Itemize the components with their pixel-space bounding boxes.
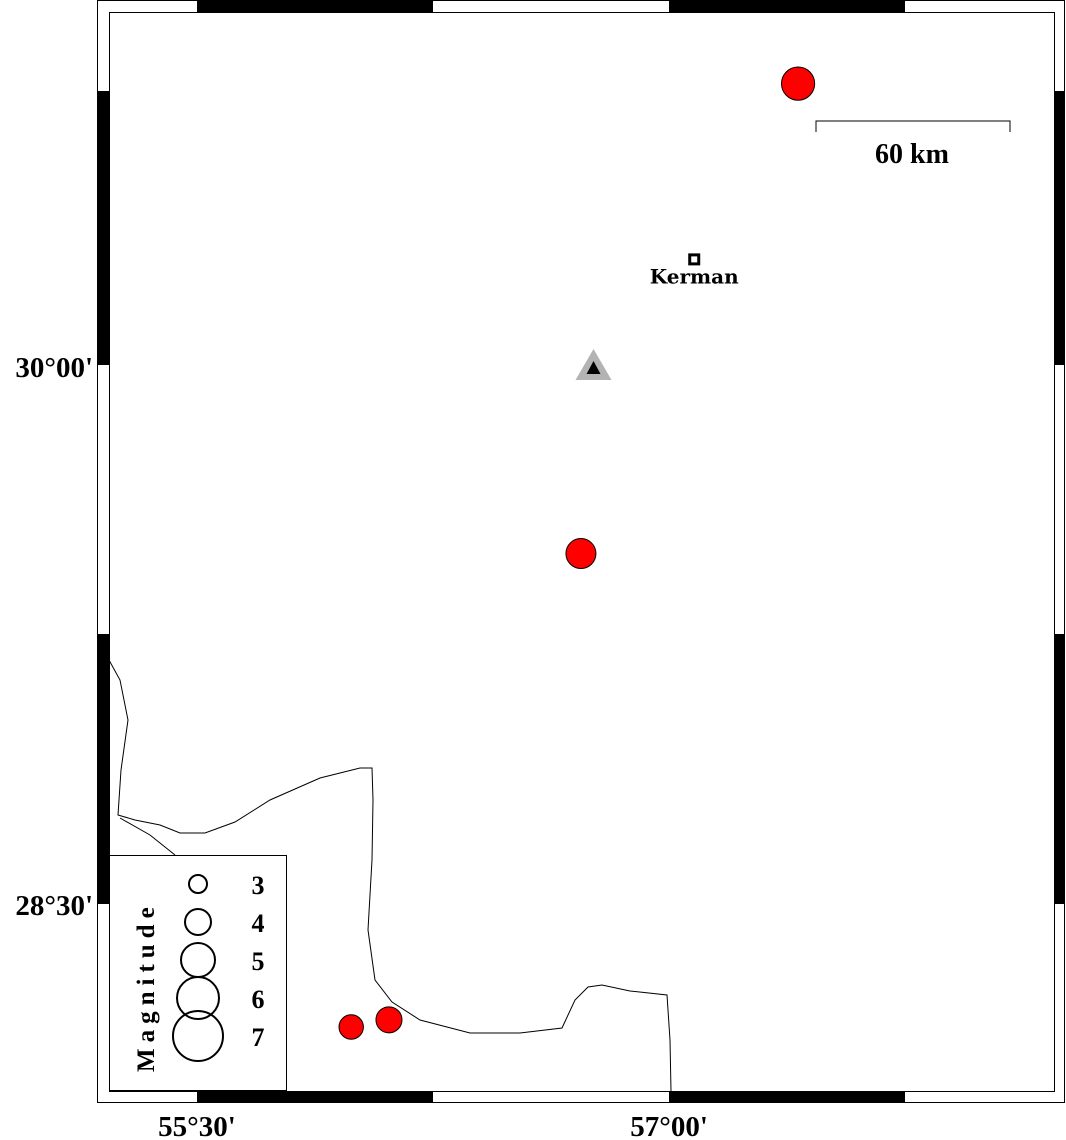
lat-tick-label: 30°00'	[15, 352, 93, 384]
legend-circle	[184, 908, 212, 936]
lon-tick-label: 57°00'	[630, 1111, 708, 1140]
earthquake-event-circle	[780, 66, 816, 101]
legend-label: 4	[252, 909, 265, 938]
legend-label: 5	[252, 947, 265, 976]
scale-bar	[815, 120, 1011, 132]
coastline	[108, 659, 672, 1092]
city-square-icon	[688, 253, 701, 266]
magnitude-legend: Magnitude 3 4 5 6 7	[109, 855, 287, 1091]
legend-label: 7	[252, 1023, 265, 1052]
legend-circle	[176, 976, 220, 1020]
map-frame	[97, 0, 1065, 1103]
earthquake-event-circle	[338, 1014, 364, 1040]
earthquake-event-circle	[375, 1006, 403, 1034]
legend-circle	[188, 874, 208, 894]
station-triangle-icon	[575, 349, 612, 380]
legend-circle	[172, 1010, 224, 1062]
legend-label: 3	[252, 871, 265, 900]
legend-title: Magnitude	[133, 901, 160, 1072]
scale-bar-label: 60 km	[875, 139, 949, 170]
earthquake-events	[338, 66, 816, 1040]
city-marker	[688, 253, 701, 266]
lat-tick-label: 28°30'	[15, 890, 93, 922]
legend-label: 6	[252, 985, 265, 1014]
earthquake-event-circle	[565, 538, 597, 570]
lon-tick-label: 55°30'	[158, 1111, 236, 1140]
station-inner-triangle	[586, 361, 601, 374]
city-label-kerman: Kerman	[650, 264, 739, 288]
